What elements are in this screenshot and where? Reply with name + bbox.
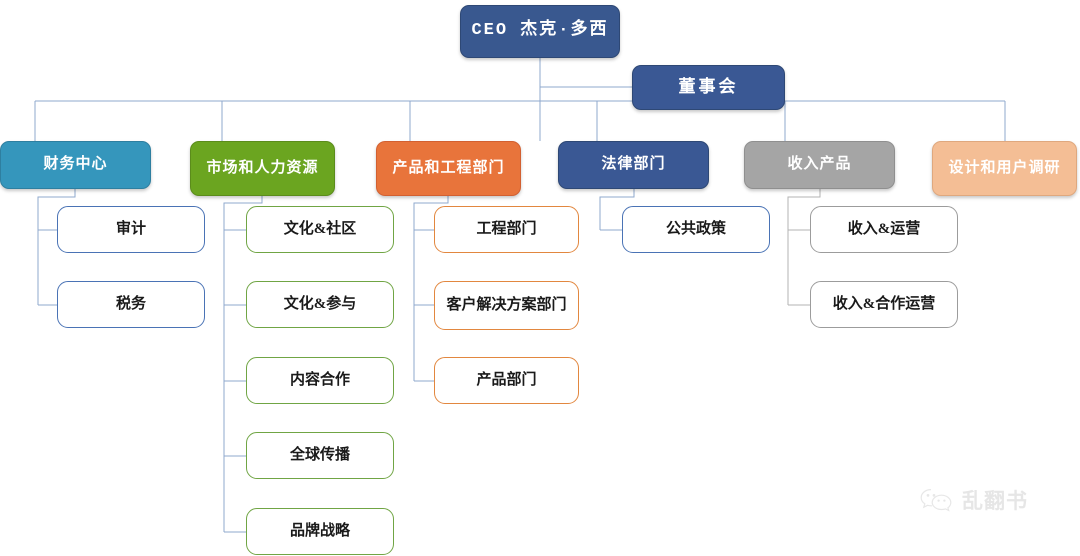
node-marketing-hr[interactable]: 市场和人力资源 [190, 141, 335, 196]
wechat-icon [920, 489, 952, 512]
node-tax[interactable]: 税务 [57, 281, 205, 328]
node-culture-community[interactable]: 文化&社区 [246, 206, 394, 253]
node-brand-strategy[interactable]: 品牌战略 [246, 508, 394, 555]
node-design-research[interactable]: 设计和用户调研 [932, 141, 1077, 196]
node-legal[interactable]: 法律部门 [558, 141, 709, 189]
node-content-partnership[interactable]: 内容合作 [246, 357, 394, 404]
node-revenue-product[interactable]: 收入产品 [744, 141, 895, 189]
node-audit[interactable]: 审计 [57, 206, 205, 253]
node-ceo[interactable]: CEO 杰克·多西 [460, 5, 620, 58]
node-culture-engagement[interactable]: 文化&参与 [246, 281, 394, 328]
node-public-policy[interactable]: 公共政策 [622, 206, 770, 253]
watermark: 乱翻书 [920, 485, 1028, 515]
node-revenue-partner-operations[interactable]: 收入&合作运营 [810, 281, 958, 328]
node-engineering-dept[interactable]: 工程部门 [434, 206, 579, 253]
node-finance-center[interactable]: 财务中心 [0, 141, 151, 189]
node-global-communications[interactable]: 全球传播 [246, 432, 394, 479]
node-product-engineering[interactable]: 产品和工程部门 [376, 141, 521, 196]
node-revenue-operations[interactable]: 收入&运营 [810, 206, 958, 253]
node-board[interactable]: 董事会 [632, 65, 785, 110]
node-product-dept[interactable]: 产品部门 [434, 357, 579, 404]
node-customer-solutions[interactable]: 客户解决方案部门 [434, 281, 579, 330]
watermark-text: 乱翻书 [962, 490, 1028, 513]
